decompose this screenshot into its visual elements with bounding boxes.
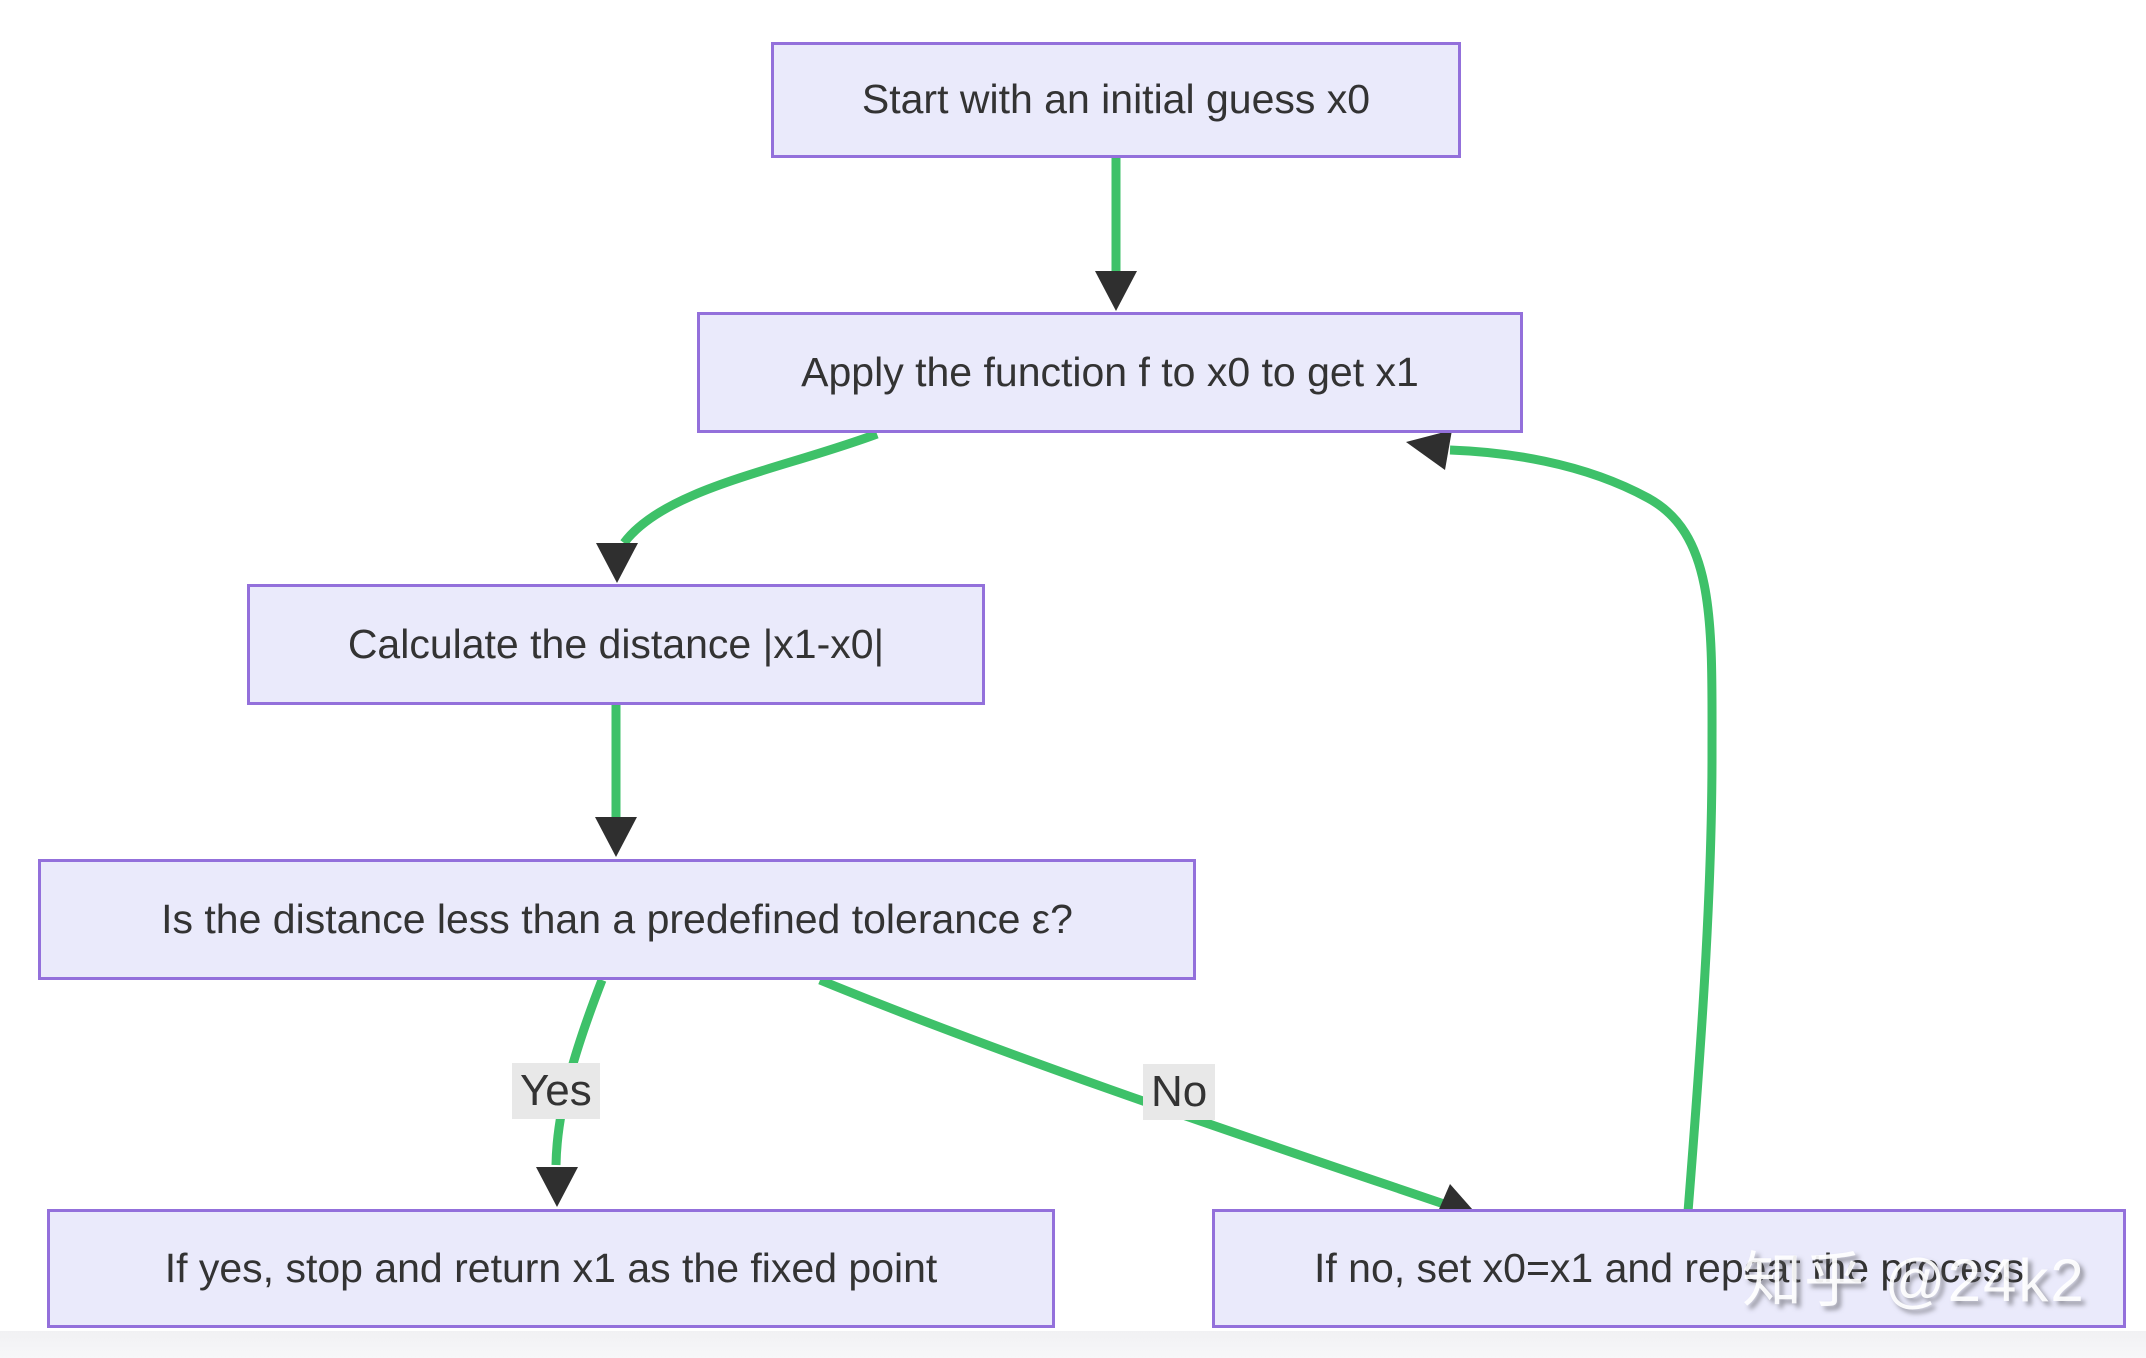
node-start: Start with an initial guess x0 [771,42,1461,158]
arrowhead-repeat-apply [1406,430,1452,470]
edge-apply-calc [620,429,879,546]
arrowhead-check-stop [536,1167,578,1207]
node-start-label: Start with an initial guess x0 [861,76,1371,123]
node-calc-label: Calculate the distance |x1-x0| [347,620,885,667]
node-apply-function: Apply the function f to x0 to get x1 [697,312,1523,433]
node-stop-label: If yes, stop and return x1 as the fixed … [164,1244,938,1291]
edge-check-repeat [818,975,1446,1209]
node-calculate-distance: Calculate the distance |x1-x0| [247,584,985,705]
node-stop-return: If yes, stop and return x1 as the fixed … [47,1209,1055,1328]
page-bottom-strip [0,1331,2146,1358]
node-tolerance-check: Is the distance less than a predefined t… [38,859,1196,980]
edge-label-no: No [1143,1064,1216,1121]
node-repeat-label: If no, set x0=x1 and repeat the process [1314,1244,2024,1291]
arrowhead-calc-check [595,817,637,857]
watermark: 知乎 @24k2 [1742,1247,2086,1314]
arrowhead-apply-calc [596,543,638,583]
arrowhead-start-apply [1095,271,1137,311]
edge-repeat-apply [1449,445,1717,1213]
node-apply-label: Apply the function f to x0 to get x1 [801,348,1419,395]
edge-label-yes: Yes [512,1063,600,1120]
node-check-label: Is the distance less than a predefined t… [161,895,1073,942]
node-repeat-process: If no, set x0=x1 and repeat the process [1212,1209,2126,1328]
